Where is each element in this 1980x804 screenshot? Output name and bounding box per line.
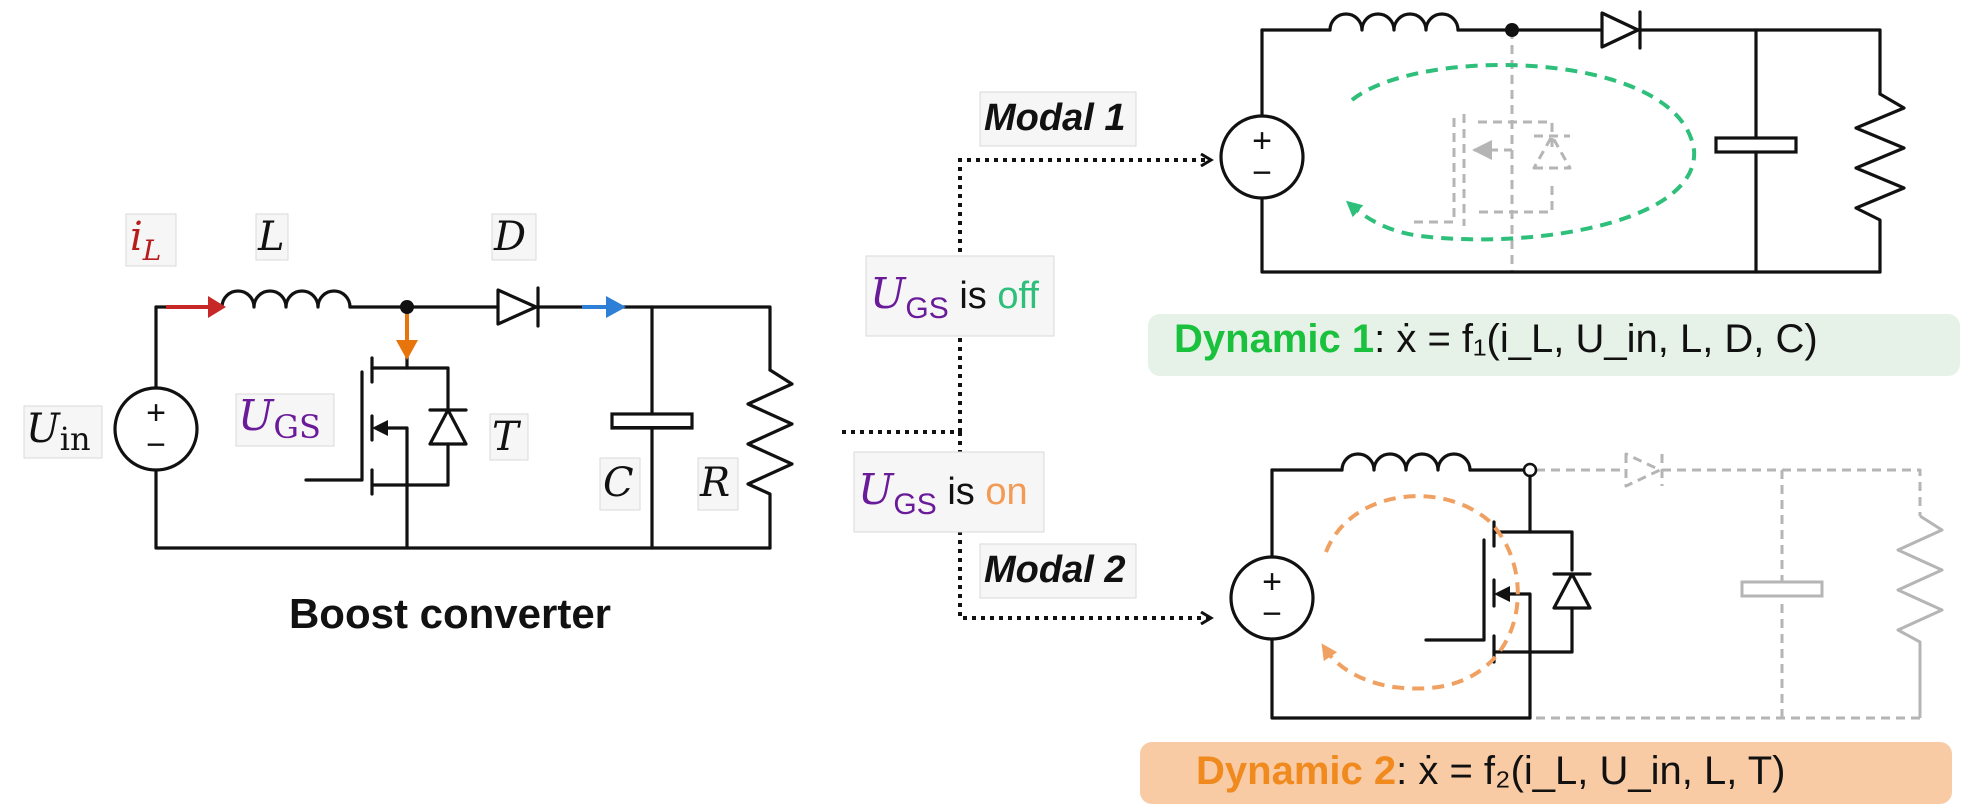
source-label-box [23,405,103,459]
modal1-capacitor [1714,28,1798,274]
modal1-circuit: + − [1219,10,1906,274]
dynamic2-panel: Dynamic 2: ẋ = f₂(i_L, U_in, L, T) [1140,742,1952,804]
svg-text:−: − [146,426,166,464]
resistor-label: R [699,460,730,506]
current-label-box [125,213,177,267]
svg-text:−: − [1252,154,1272,192]
modal1-source: + − [1219,114,1305,200]
modal2-circuit: + − [1229,452,1944,720]
svg-text:−: − [1262,595,1282,633]
capacitor-label: C [603,460,634,506]
source-label: Uin [26,406,91,458]
ground-rail [154,468,772,550]
current-label: iL [130,214,161,267]
modal1-label-box [979,91,1137,147]
inductor-label-box [255,213,289,261]
gate-label-box [235,393,335,447]
resistor-label-box [697,457,739,511]
modal1-junction [1505,23,1519,37]
off-state-label: UGS is off [870,269,1039,325]
modal1-diode [1600,10,1642,50]
modal2-inductor [1340,452,1472,472]
voltage-source-symbol: + − [113,386,199,472]
svg-text:+: + [1252,122,1272,160]
dynamic2-label: Dynamic 2: ẋ = f₂(i_L, U_in, L, T) [1196,749,1785,793]
modal2-current-loop [1321,494,1520,691]
modal1-output-wire [1638,28,1882,96]
modal1-ground-rail [1260,28,1882,274]
diode-label-box [491,213,537,261]
svg-text:+: + [146,394,166,432]
inductor-label: L [257,214,285,260]
diode-label: D [493,214,526,260]
dynamic1-panel: Dynamic 1: ẋ = f₁(i_L, U_in, L, D, C) [1148,314,1960,376]
resistor-symbol [746,368,794,550]
on-state-label: UGS is on [858,465,1028,521]
modal2-open-node [1522,462,1538,478]
modal2-ground-rail [1270,468,1532,720]
capacitor-symbol [610,305,694,550]
branch-to-modal2 [958,432,1210,618]
modal1-inductor [1328,12,1460,32]
switch-label: T [492,414,522,460]
modal2-label-box [979,543,1137,599]
boost-converter: + − iL L D Uin UGS T C R Boost converter [23,213,794,637]
dynamic1-box [1148,314,1960,376]
modal2-label: Modal 2 [984,549,1125,591]
modal1-label: Modal 1 [984,97,1125,139]
capacitor-label-box [599,457,641,511]
modal2-source: + − [1229,555,1315,641]
inductor-symbol [220,289,352,309]
modal2-ghost-output [1536,452,1944,720]
off-state-box [865,255,1055,337]
modal1-resistor [1854,92,1906,274]
dynamic1-label: Dynamic 1: ẋ = f₁(i_L, U_in, L, D, C) [1174,317,1818,361]
on-state-box [853,451,1045,533]
dynamic2-box [1140,742,1952,804]
switch-label-box [489,413,529,461]
gate-label: UGS [238,391,321,446]
branch-to-modal1 [958,160,1210,432]
modal2-mosfet [1424,474,1592,720]
boost-caption: Boost converter [289,590,611,637]
modal1-current-loop [1345,63,1697,242]
output-current-arrow-blue-head [606,296,626,318]
output-wire [536,305,772,372]
current-arrow-red-head [208,296,226,318]
diode-symbol [496,286,540,328]
modal1-ghost-mosfet [1412,30,1572,272]
svg-text:+: + [1262,563,1282,601]
branch-connector: Modal 1 Modal 2 UGS is off UGS is on [842,91,1210,618]
switch-current-arrow-orange-head [396,340,418,360]
